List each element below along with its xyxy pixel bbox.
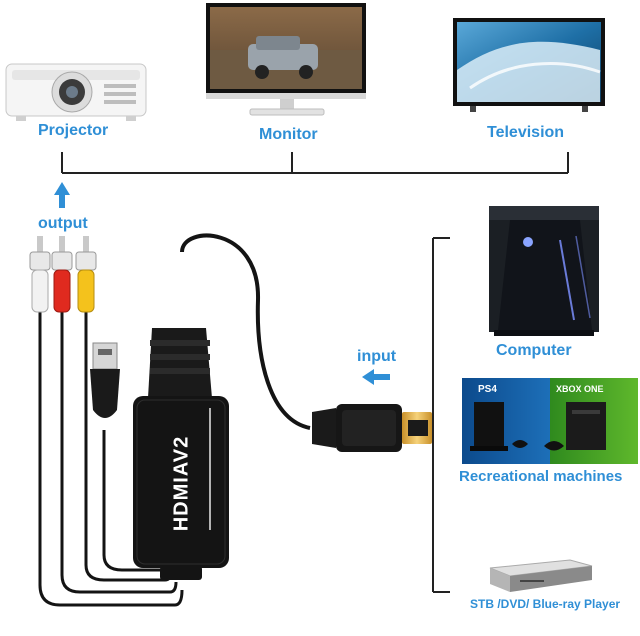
xbox-logo-text: XBOX ONE (556, 384, 604, 394)
computer-label: Computer (496, 342, 572, 359)
computer-image (489, 206, 599, 336)
input-arrow-icon (362, 369, 390, 385)
monitor-image (206, 3, 366, 116)
output-arrow-icon (54, 182, 70, 208)
hdmi-plug (312, 404, 432, 452)
adapter-box (133, 328, 229, 580)
input-label: input (357, 348, 397, 365)
rca-red-plug (51, 236, 73, 313)
projector-image (5, 63, 147, 121)
output-bracket (61, 152, 569, 174)
television-label: Television (487, 124, 565, 141)
output-label: output (38, 215, 88, 232)
stb-player-label: STB /DVD/ Blue-ray Player (470, 597, 621, 611)
input-bracket (432, 237, 450, 593)
adapter-model-text: HDMIAV2 (170, 435, 193, 532)
game-consoles-image (462, 378, 638, 464)
monitor-label: Monitor (259, 126, 318, 143)
rca-yellow-plug (75, 236, 97, 313)
ps4-logo-text: PS4 (478, 384, 497, 395)
stb-player-image (489, 559, 593, 592)
usb-plug (90, 342, 120, 418)
recreational-machines-label: Recreational machines (459, 468, 623, 485)
television-image (453, 18, 605, 112)
adapter-cables (38, 233, 311, 607)
rca-white-plug (29, 236, 51, 313)
projector-label: Projector (38, 122, 109, 139)
